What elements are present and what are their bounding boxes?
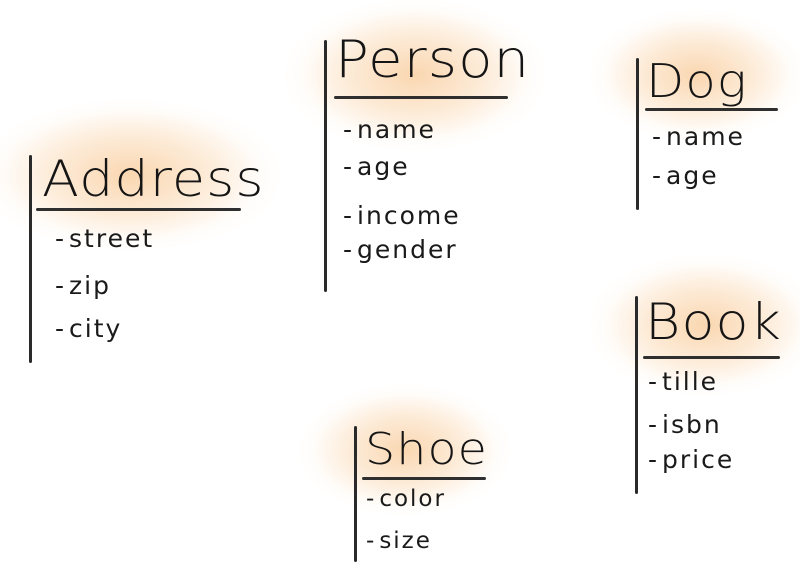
card-title: Address (42, 150, 265, 208)
field-item: -price (648, 445, 735, 474)
card-title: Dog (646, 54, 748, 108)
title-underline (36, 208, 241, 211)
card-title: Person (335, 30, 531, 90)
title-underline (643, 356, 780, 359)
field-item: -age (652, 161, 719, 190)
card-left-rule (29, 155, 32, 363)
card-left-rule (636, 58, 639, 210)
field-item: -street (55, 224, 155, 253)
field-item: -gender (343, 235, 458, 264)
card-title: Shoe (365, 424, 488, 475)
card-left-rule (324, 40, 327, 292)
card-title: Book (645, 293, 783, 351)
field-item: -age (343, 152, 410, 181)
title-underline (334, 96, 508, 99)
field-item: -color (366, 486, 446, 512)
title-underline (362, 477, 486, 480)
card-left-rule (635, 296, 638, 494)
card-left-rule (354, 426, 357, 562)
field-item: -zip (55, 271, 111, 300)
field-item: -name (652, 122, 745, 151)
field-item: -income (343, 201, 461, 230)
title-underline (645, 108, 778, 111)
field-item: -size (366, 528, 432, 554)
field-item: -name (343, 115, 436, 144)
field-item: -isbn (648, 410, 722, 439)
field-item: -city (55, 314, 123, 343)
field-item: -tille (648, 367, 719, 396)
